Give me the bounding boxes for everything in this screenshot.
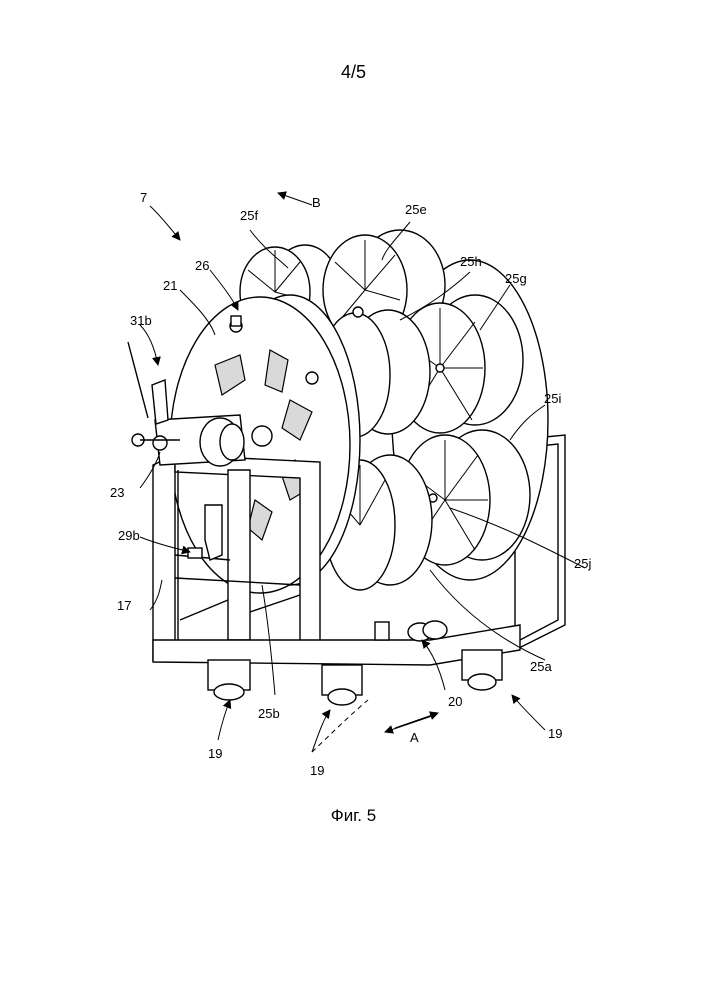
label-19-right: 19 [548,726,562,741]
roller-19-right [462,650,502,690]
roller-19-left [208,660,250,700]
label-17: 17 [117,598,131,613]
label-25g: 25g [505,271,527,286]
label-25f: 25f [240,208,258,223]
label-26: 26 [195,258,209,273]
label-25b: 25b [258,706,280,721]
label-20: 20 [448,694,462,709]
roller-19-middle [322,665,362,705]
motor-20 [375,621,447,641]
label-31b: 31b [130,313,152,328]
label-25e: 25e [405,202,427,217]
label-25h: 25h [460,254,482,269]
label-29b: 29b [118,528,140,543]
label-21: 21 [163,278,177,293]
label-19-left: 19 [208,746,222,761]
label-A: A [410,730,419,745]
label-25a: 25a [530,659,552,674]
label-B: B [312,195,321,210]
label-7: 7 [140,190,147,205]
hub-assembly-23 [132,415,245,466]
lever-31b [128,342,168,424]
figure-caption: Фиг. 5 [0,806,707,826]
label-25i: 25i [544,391,561,406]
label-19-middle: 19 [310,763,324,778]
label-23: 23 [110,485,124,500]
label-25j: 25j [574,556,591,571]
